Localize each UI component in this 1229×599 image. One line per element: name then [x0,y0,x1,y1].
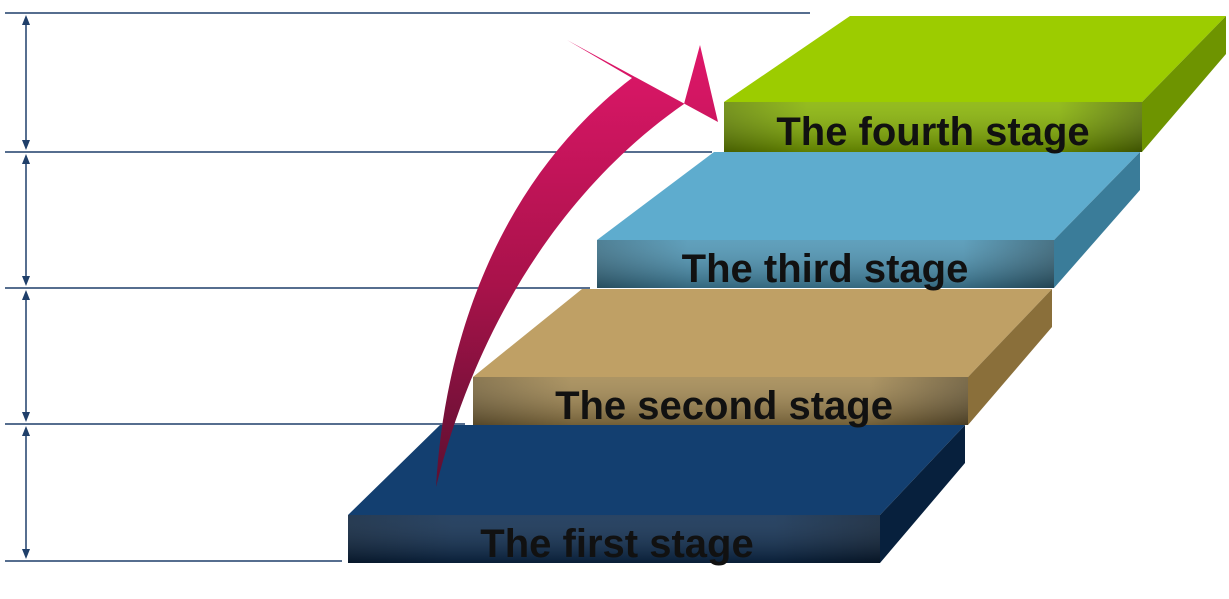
stage-4-top [724,16,1226,102]
dimension-arrow-2 [22,154,30,286]
stage-block-3: The third stage [597,152,1140,291]
dimension-arrows [22,15,30,559]
stage-3-side [1054,152,1140,288]
stage-1-side [880,425,965,563]
dimension-arrow-1 [22,15,30,150]
stage-3-label: The third stage [682,247,969,291]
dimension-arrow-3 [22,290,30,422]
stage-block-4: The fourth stage [724,16,1226,154]
stage-2-side [968,289,1052,425]
stage-2-top [473,289,1052,377]
stage-block-2: The second stage [473,289,1052,428]
growth-arrow-icon [436,40,718,487]
dimension-arrow-4 [22,426,30,559]
stage-1-label: The first stage [480,522,753,566]
stage-1-top [348,425,965,515]
stage-2-label: The second stage [555,384,893,428]
stage-blocks: The first stage The second stage The thi… [348,16,1226,566]
stage-4-side [1142,16,1226,152]
stage-block-1: The first stage [348,425,965,566]
stage-3-top [597,152,1140,240]
stage-4-label: The fourth stage [776,110,1089,154]
